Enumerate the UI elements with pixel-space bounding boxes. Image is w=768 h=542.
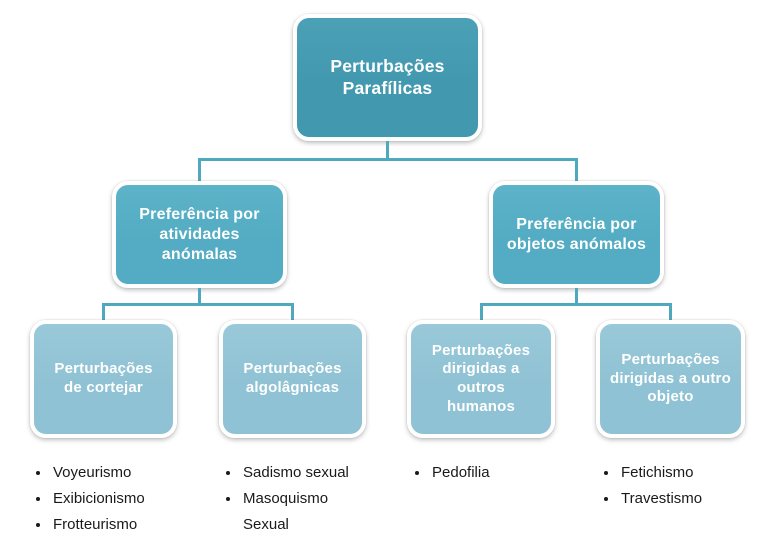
branch-node-label: Preferência por objetos anómalos bbox=[506, 215, 647, 253]
leaf-node-label: Perturbações dirigidas a outro objeto bbox=[610, 350, 731, 406]
connector-left-horizontal bbox=[102, 303, 294, 306]
connector-root-drop bbox=[386, 141, 389, 160]
leaf-node-perturbacoes-de-cortejar: Perturbações de cortejar bbox=[30, 320, 177, 438]
leaf-node-dirigidas-outro-objeto: Perturbações dirigidas a outro objeto bbox=[596, 320, 745, 438]
connector-level1-horizontal bbox=[198, 158, 578, 161]
root-node-label: Perturbações Parafílicas bbox=[330, 55, 445, 98]
connector-left-branch-drop bbox=[198, 288, 201, 305]
branch-node-objetos-anomalos: Preferência por objetos anómalos bbox=[489, 181, 664, 288]
list-item: Voyeurismo bbox=[51, 460, 184, 486]
connector-branch-left-drop bbox=[198, 158, 201, 183]
branch-node-atividades-anomalas: Preferência por atividades anómalas bbox=[112, 181, 287, 288]
leaf-node-dirigidas-outros-humanos: Perturbações dirigidas a outros humanos bbox=[407, 320, 555, 438]
list-item: Masoquismo Sexual bbox=[241, 486, 362, 538]
leaf-node-label: Perturbações dirigidas a outros humanos bbox=[431, 341, 531, 415]
bullet-list-algolagnicas: Sadismo sexual Masoquismo Sexual bbox=[224, 460, 362, 538]
connector-leaf3-drop bbox=[480, 303, 483, 322]
bullet-list-outro-objeto: Fetichismo Travestismo bbox=[602, 460, 752, 512]
list-item: Fetichismo bbox=[619, 460, 752, 486]
list-item: Frotteurismo bbox=[51, 512, 184, 538]
leaf-node-perturbacoes-algolagnicas: Perturbações algolâgnicas bbox=[219, 320, 366, 438]
leaf-node-label: Perturbações algolâgnicas bbox=[243, 360, 342, 396]
connector-leaf4-drop bbox=[669, 303, 672, 322]
bullet-list-outros-humanos: Pedofilia bbox=[413, 460, 563, 486]
list-item: Sadismo sexual bbox=[241, 460, 362, 486]
connector-branch-right-drop bbox=[575, 158, 578, 183]
list-item: Pedofilia bbox=[430, 460, 563, 486]
connector-right-horizontal bbox=[480, 303, 670, 306]
leaf-node-label: Perturbações de cortejar bbox=[54, 360, 153, 396]
list-item: Exibicionismo bbox=[51, 486, 184, 512]
root-node-perturbacoes-parafilicas: Perturbações Parafílicas bbox=[293, 14, 482, 141]
connector-leaf1-drop bbox=[102, 303, 105, 322]
connector-leaf2-drop bbox=[291, 303, 294, 322]
connector-right-branch-drop bbox=[575, 288, 578, 305]
branch-node-label: Preferência por atividades anómalas bbox=[139, 205, 260, 263]
bullet-list-cortejar: Voyeurismo Exibicionismo Frotteurismo bbox=[34, 460, 184, 538]
list-item: Travestismo bbox=[619, 486, 752, 512]
